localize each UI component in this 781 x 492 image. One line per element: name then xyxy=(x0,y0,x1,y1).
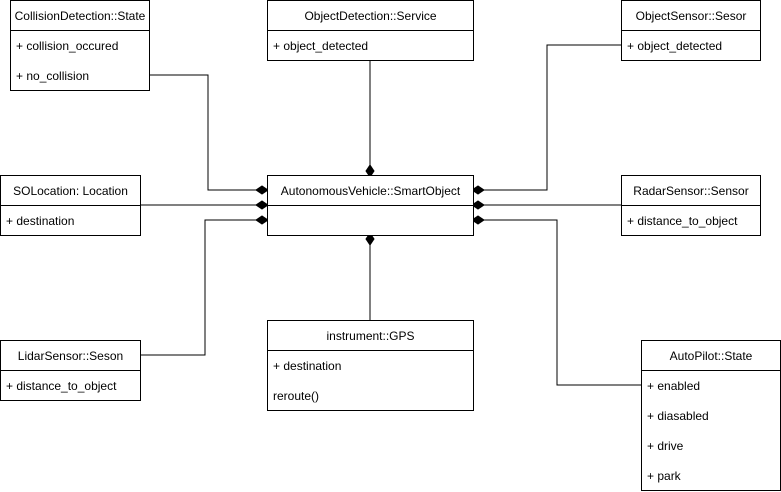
attribute-diasabled: + diasabled xyxy=(647,409,709,423)
attribute-destination: + destination xyxy=(273,359,342,373)
composition-diamond-collision-detection xyxy=(255,185,269,195)
attribute-destination: + destination xyxy=(6,214,75,228)
connector-autopilot xyxy=(484,219,641,386)
composition-diamond-radar-sensor xyxy=(471,200,485,210)
composition-diamond-object-detection xyxy=(365,164,375,178)
class-collision-detection-name: CollisionDetection::State xyxy=(11,1,149,31)
class-object-sensor-name: ObjectSensor::Sesor xyxy=(622,1,760,31)
attribute-object-detected: + object_detected xyxy=(273,39,369,53)
class-autopilot-name: AutoPilot::State xyxy=(642,341,780,371)
class-gps[interactable]: instrument::GPS + destination reroute() xyxy=(267,320,474,411)
class-radar-sensor[interactable]: RadarSensor::Sensor + distance_to_object xyxy=(621,175,761,236)
attribute-park: + park xyxy=(647,469,681,483)
class-so-location[interactable]: SOLocation: Location + destination xyxy=(0,175,141,236)
class-object-detection[interactable]: ObjectDetection::Service + object_detect… xyxy=(267,0,474,61)
composition-diamond-autopilot xyxy=(471,215,485,225)
class-so-location-name: SOLocation: Location xyxy=(1,176,140,206)
composition-diamond-object-sensor xyxy=(471,185,485,195)
connector-lidar-sensor xyxy=(140,219,256,356)
method-reroute: reroute() xyxy=(273,389,320,403)
attribute-enabled: + enabled xyxy=(647,379,701,393)
attribute-distance-to-object: + distance_to_object xyxy=(6,379,117,393)
connector-collision-detection xyxy=(150,74,256,191)
class-object-detection-name: ObjectDetection::Service xyxy=(268,1,473,31)
composition-diamond-so-location xyxy=(255,200,269,210)
class-collision-detection[interactable]: CollisionDetection::State + collision_oc… xyxy=(10,0,150,91)
attribute-collision-occured: + collision_occured xyxy=(16,39,119,53)
composition-diamond-lidar-sensor xyxy=(255,215,269,225)
attribute-object-detected: + object_detected xyxy=(627,39,723,53)
class-autopilot[interactable]: AutoPilot::State + enabled + diasabled +… xyxy=(641,340,781,491)
attribute-drive: + drive xyxy=(647,439,684,453)
composition-diamond-gps xyxy=(365,232,375,246)
class-lidar-sensor-name: LidarSensor::Seson xyxy=(1,341,140,371)
class-lidar-sensor[interactable]: LidarSensor::Seson + distance_to_object xyxy=(0,340,141,401)
attribute-no-collision: + no_collision xyxy=(16,69,90,83)
connector-object-sensor xyxy=(484,44,621,191)
class-object-sensor[interactable]: ObjectSensor::Sesor + object_detected xyxy=(621,0,761,61)
class-radar-sensor-name: RadarSensor::Sensor xyxy=(622,176,760,206)
attribute-distance-to-object: + distance_to_object xyxy=(627,214,738,228)
class-autonomous-vehicle[interactable]: AutonomousVehicle::SmartObject xyxy=(267,175,474,236)
class-autonomous-vehicle-name: AutonomousVehicle::SmartObject xyxy=(268,176,473,206)
class-gps-name: instrument::GPS xyxy=(268,321,473,351)
